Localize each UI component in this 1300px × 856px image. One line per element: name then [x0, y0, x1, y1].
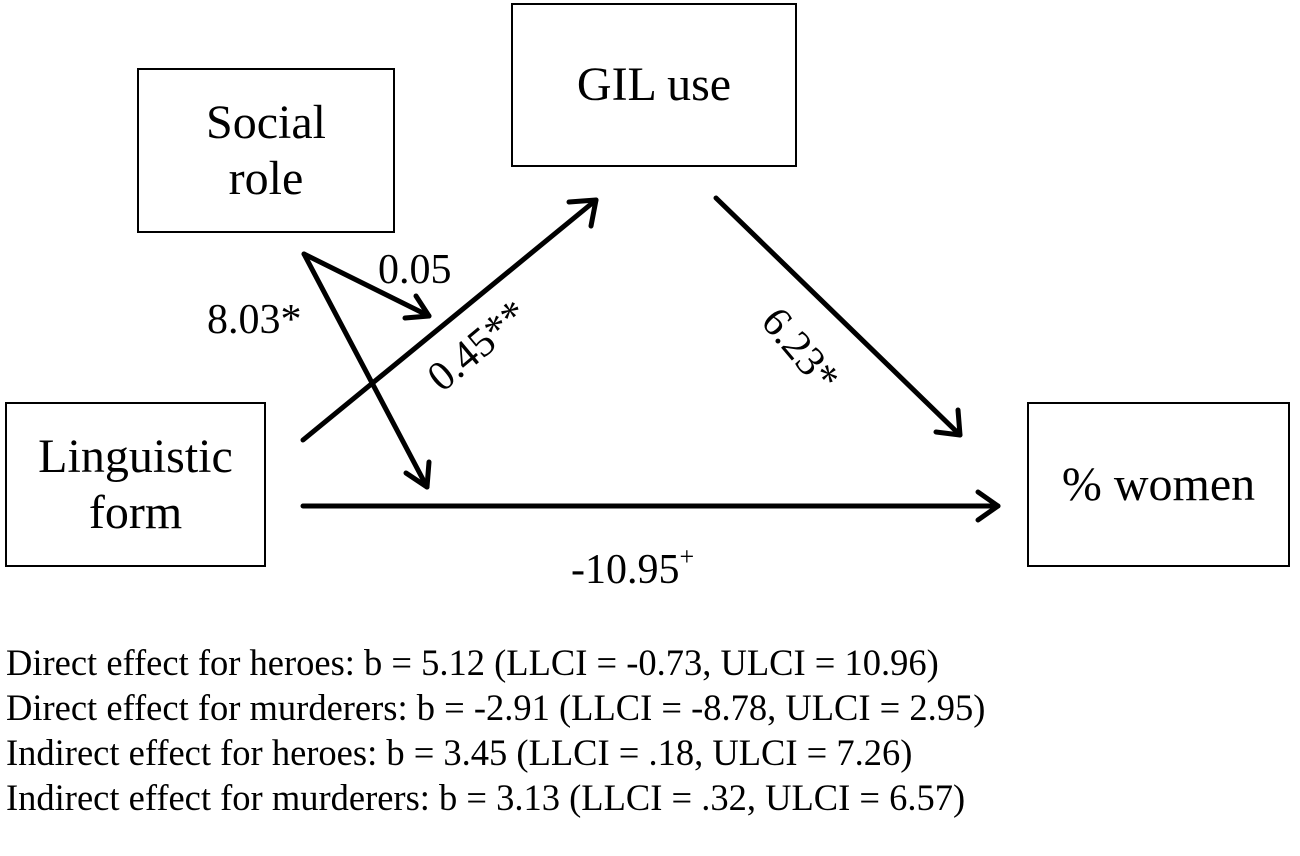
effect-direct-heroes: Direct effect for heroes: b = 5.12 (LLCI… [6, 642, 939, 683]
node-gil-use: GIL use [511, 3, 797, 167]
coef-form-to-women-value: -10.95 [571, 547, 680, 593]
coef-social-to-direct: 8.03* [207, 297, 302, 343]
arrow-social-to-gil-path [301, 251, 432, 319]
arrowhead-form-to-women [975, 489, 1001, 523]
node-linguistic-form: Linguistic form [5, 402, 266, 567]
effect-indirect-heroes: Indirect effect for heroes: b = 3.45 (LL… [6, 732, 913, 773]
node-percent-women: % women [1027, 402, 1290, 567]
effect-direct-murderers: Direct effect for murderers: b = -2.91 (… [6, 687, 986, 728]
node-gil-use-label: GIL use [576, 58, 732, 112]
arrowhead-form-to-gil [566, 197, 599, 229]
coef-form-to-women-sup: + [679, 542, 695, 571]
node-social-role-label: Social role [206, 96, 326, 205]
node-percent-women-label: % women [1061, 457, 1256, 511]
node-linguistic-form-label: Linguistic form [38, 430, 233, 539]
effect-indirect-murderers: Indirect effect for murderers: b = 3.13 … [6, 777, 966, 818]
arrow-gil-to-women [713, 195, 963, 438]
arrowhead-social-to-gil-path [402, 293, 432, 321]
arrow-social-to-direct-path [301, 251, 430, 490]
coef-form-to-women: -10.95+ [571, 542, 694, 594]
coef-social-to-gil: 0.05 [378, 247, 452, 293]
arrow-form-to-gil [300, 197, 599, 443]
arrowhead-social-to-direct-path [403, 459, 432, 490]
effects-list: Direct effect for heroes: b = 5.12 (LLCI… [6, 640, 985, 820]
arrowhead-gil-to-women [933, 407, 963, 438]
node-social-role: Social role [137, 68, 395, 233]
